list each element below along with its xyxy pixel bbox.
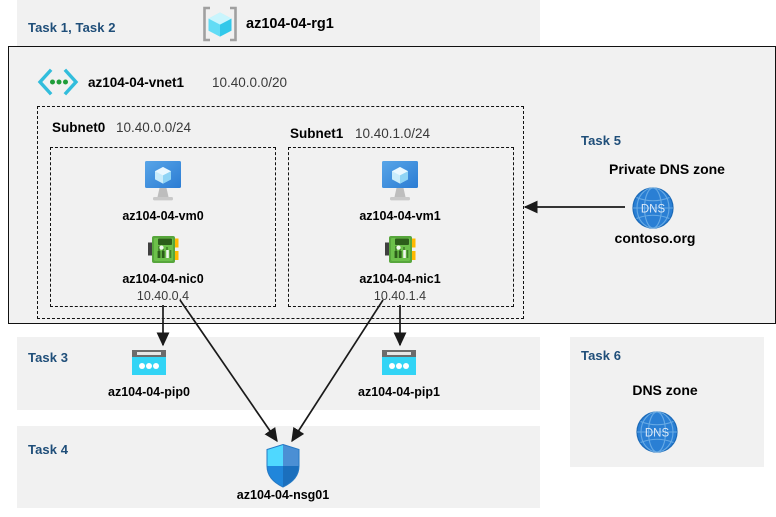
task6-heading: DNS zone [632, 382, 698, 398]
pip0-label: az104-04-pip0 [108, 385, 190, 399]
nic1-label: az104-04-nic1 [359, 272, 441, 286]
task5-zone-name: contoso.org [614, 230, 696, 246]
subnet1-resource-box [288, 147, 514, 307]
network-interface-icon [380, 233, 420, 269]
dns-zone-globe-icon: DNS [634, 409, 680, 455]
virtual-network-icon [36, 68, 80, 96]
network-security-group-shield-icon [263, 443, 303, 489]
subnets-wrapper [37, 106, 524, 319]
subnet1-address-prefix: 10.40.1.0/24 [355, 126, 431, 141]
vm0-label: az104-04-vm0 [122, 209, 204, 223]
svg-text:DNS: DNS [641, 204, 666, 216]
task-label-4: Task 4 [28, 442, 69, 457]
virtual-machine-icon [137, 159, 189, 205]
public-ip-address-icon [129, 348, 169, 380]
subnet0-address-prefix: 10.40.0.0/24 [116, 120, 192, 135]
task5-heading: Private DNS zone [609, 161, 725, 177]
nic0-label: az104-04-nic0 [122, 272, 204, 286]
nic1-private-ip: 10.40.1.4 [373, 289, 427, 303]
task-label-6: Task 6 [581, 348, 622, 363]
task-label-5: Task 5 [581, 133, 622, 148]
virtual-machine-icon [374, 159, 426, 205]
vnet-name: az104-04-vnet1 [88, 75, 185, 90]
subnet0-name: Subnet0 [52, 120, 106, 135]
public-ip-address-icon [379, 348, 419, 380]
resource-group-name: az104-04-rg1 [246, 16, 334, 32]
subnet1-name: Subnet1 [290, 126, 344, 141]
pip1-label: az104-04-pip1 [358, 385, 440, 399]
task3-panel [17, 337, 540, 410]
task5-panel [570, 122, 764, 252]
resource-group-cube-icon [201, 5, 239, 43]
nsg-label: az104-04-nsg01 [236, 488, 330, 502]
nic0-private-ip: 10.40.0.4 [136, 289, 190, 303]
task-label-3: Task 3 [28, 350, 69, 365]
vm1-label: az104-04-vm1 [359, 209, 441, 223]
dns-zone-globe-icon: DNS [630, 185, 676, 231]
resource-group-header-band [17, 0, 540, 46]
task-label-1-2: Task 1, Task 2 [28, 20, 116, 35]
network-interface-icon [143, 233, 183, 269]
vnet-address-space: 10.40.0.0/20 [212, 75, 288, 90]
svg-text:DNS: DNS [645, 428, 670, 440]
